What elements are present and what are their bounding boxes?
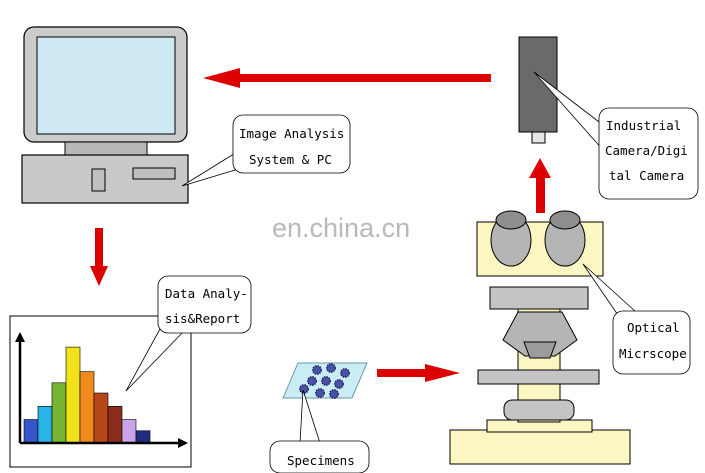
computer-icon [21, 26, 189, 204]
objective-lens [523, 341, 557, 359]
label-optical-microscope-1: Optical [627, 320, 680, 335]
chart-bar-4 [65, 346, 81, 444]
chart-bar-5 [79, 371, 95, 444]
specimen-slide-icon [282, 362, 368, 399]
label-industrial-camera-1: Industrial [606, 118, 681, 133]
monitor-screen [36, 36, 176, 135]
specimen-cell [329, 389, 339, 399]
callout-data-analysis: Data Analy- sis&Report [125, 275, 252, 392]
callout-box [232, 114, 351, 174]
chart-bar-8 [121, 419, 137, 444]
callout-industrial-camera: Industrial Camera/Digi tal Camera [533, 71, 699, 200]
objective-turret [502, 311, 578, 357]
eyepiece-left-top [495, 210, 527, 230]
callout-image-analysis: Image Analysis System & PC [181, 114, 351, 187]
chart-bar-2 [37, 405, 53, 444]
chart-bar-6 [93, 392, 109, 444]
label-optical-microscope-2: Micrscope [619, 346, 687, 361]
callout-box [598, 107, 699, 200]
monitor-stand [64, 141, 148, 156]
eyepiece-right-top [549, 210, 581, 230]
label-specimens: Specimens [287, 453, 355, 468]
label-industrial-camera-3: tal Camera [609, 168, 684, 183]
chart-bar-7 [107, 405, 123, 444]
callout-box [269, 440, 370, 473]
specimen-cell [312, 365, 322, 375]
label-industrial-camera-2: Camera/Digi [605, 143, 688, 158]
specimen-cells [299, 363, 350, 399]
specimen-cell [307, 376, 317, 386]
cpu-drive-slot [91, 168, 106, 192]
callout-optical-microscope: Optical Micrscope [582, 263, 691, 375]
chart-bars [23, 346, 151, 444]
chart-bar-1 [23, 419, 39, 444]
watermark: en.china.cn [272, 213, 410, 243]
cpu-disk-slot [132, 167, 176, 180]
chart-bar-3 [51, 382, 67, 444]
label-data-analysis-2: sis&Report [165, 311, 240, 326]
specimen-cell [326, 363, 336, 373]
callout-pointer [582, 263, 637, 319]
camera-lens-mount [531, 131, 546, 144]
specimen-cell [315, 388, 325, 398]
specimen-cell [334, 379, 344, 389]
microscope-icon [449, 210, 631, 465]
microscope-arm [489, 286, 589, 310]
callout-box [157, 275, 252, 334]
data-chart [9, 315, 192, 468]
chart-bar-9 [135, 430, 151, 444]
microscope-base [449, 429, 631, 465]
arrow-camera-to-pc [203, 68, 491, 88]
flow-arrows [90, 68, 551, 382]
label-data-analysis-1: Data Analy- [165, 286, 248, 301]
focus-knob [503, 399, 575, 421]
microscope-stage [477, 369, 600, 385]
camera-body [518, 36, 558, 133]
specimen-cell [340, 368, 350, 378]
callout-specimens: Specimens [269, 389, 370, 473]
arrow-microscope-to-camera [529, 158, 551, 213]
callout-box [612, 310, 691, 375]
specimen-cell [321, 376, 331, 386]
arrow-pc-to-chart [90, 228, 108, 286]
label-image-analysis-1: Image Analysis [239, 126, 344, 141]
arrow-specimen-to-microscope [377, 364, 460, 382]
label-image-analysis-2: System & PC [249, 152, 332, 167]
